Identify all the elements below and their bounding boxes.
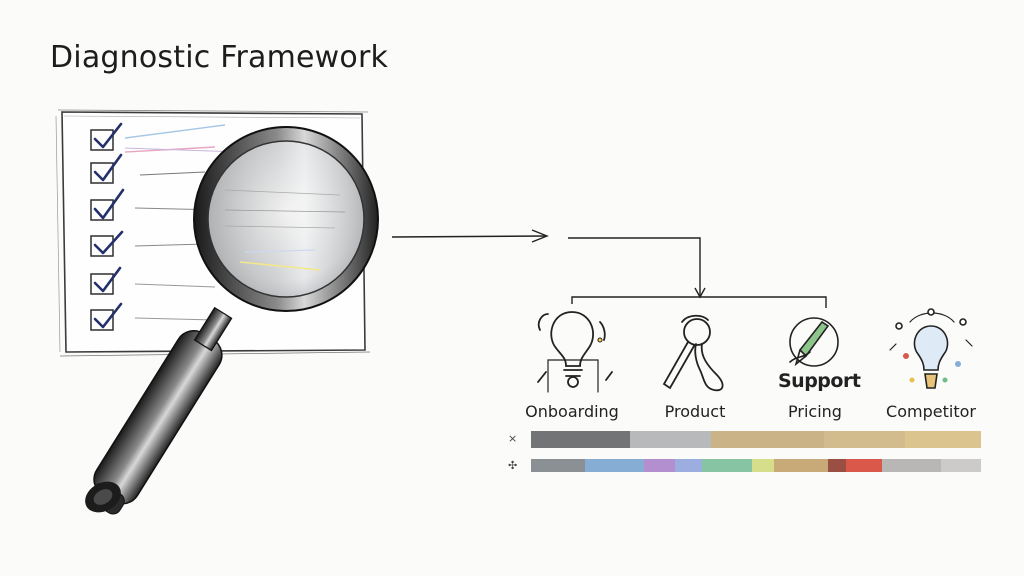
color-bar-segment	[585, 459, 644, 472]
color-bar-segment	[828, 459, 846, 472]
color-bar-row-1	[531, 431, 981, 448]
color-bar-segment	[882, 459, 941, 472]
category-label-pricing: Pricing	[788, 402, 842, 421]
flow-connector	[391, 229, 827, 308]
color-bar-segment	[846, 459, 882, 472]
color-bar-segment	[643, 459, 675, 472]
color-bar-segment	[904, 431, 981, 448]
color-bar-segment	[630, 431, 711, 448]
magnifying-glass-icon	[85, 126, 379, 515]
category-label-competitor: Competitor	[886, 402, 976, 421]
color-bar-segment	[751, 459, 774, 472]
color-bar-segment	[940, 459, 981, 472]
category-label-onboarding: Onboarding	[525, 402, 619, 421]
color-bar-segment	[531, 431, 630, 448]
tools-icon	[662, 314, 724, 392]
color-bar-segment	[823, 431, 905, 448]
color-bar-segment	[702, 459, 752, 472]
row-marker-star: ✣	[508, 459, 518, 472]
row-marker-cross: ×	[508, 432, 518, 445]
color-bar-segment	[774, 459, 828, 472]
color-bar-row-2	[531, 459, 981, 472]
support-icon-caption: Support	[778, 370, 861, 392]
wrench-lightbulb-icon	[537, 311, 613, 393]
color-bar-segment	[711, 431, 824, 448]
lightbulb-idea-icon	[889, 308, 973, 389]
color-bar-segment	[531, 459, 585, 472]
page-title: Diagnostic Framework	[50, 40, 389, 75]
support-pen-icon	[789, 317, 839, 367]
color-bar-segment	[675, 459, 702, 472]
category-label-product: Product	[664, 402, 726, 421]
